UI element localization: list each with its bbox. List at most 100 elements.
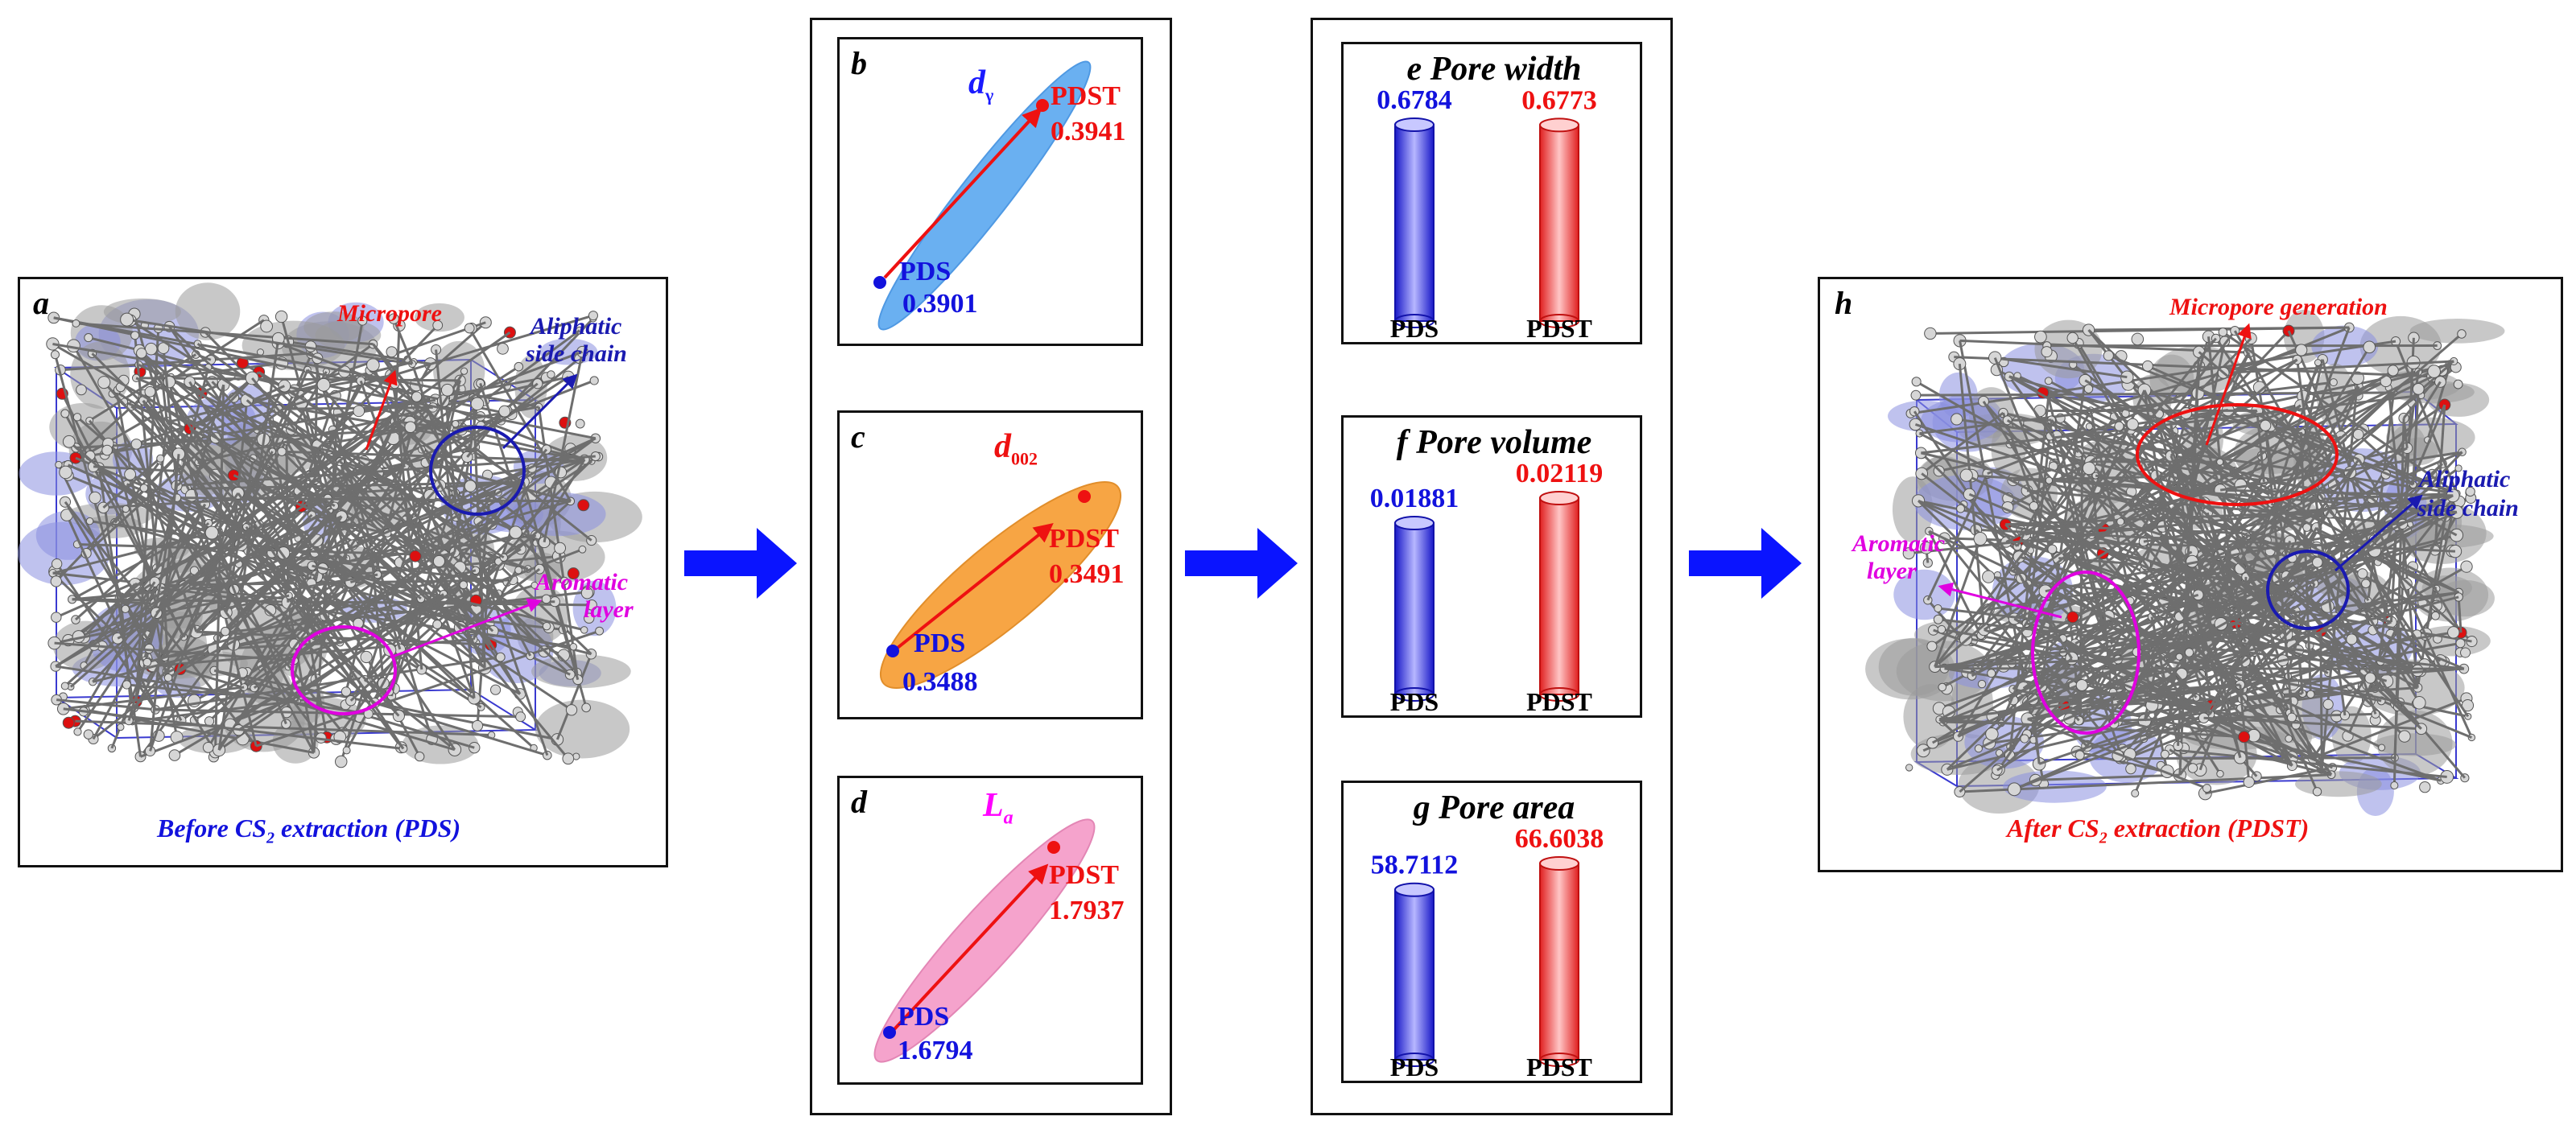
bond <box>2283 624 2293 718</box>
aromatic-circle <box>291 625 397 715</box>
micropore-generation-label: Micropore generation <box>2169 294 2388 320</box>
atom <box>130 439 142 450</box>
atom <box>163 673 173 682</box>
atom <box>460 367 469 375</box>
atom <box>542 621 551 631</box>
atom <box>76 384 87 396</box>
bar-base <box>1539 687 1579 702</box>
micropore-ellipse <box>2136 403 2339 506</box>
pds-value: 0.3901 <box>902 289 978 319</box>
bond <box>469 443 592 542</box>
bond <box>140 352 405 750</box>
bond <box>218 593 444 752</box>
atom <box>1963 488 1976 501</box>
bond <box>2022 403 2446 690</box>
panel-c-d002: c d002 PDST 0.3491 PDS 0.3488 <box>837 410 1143 719</box>
bond <box>155 656 501 711</box>
bar-base <box>1394 687 1435 702</box>
atom <box>559 576 569 586</box>
bond <box>2195 624 2292 699</box>
la-arrow <box>893 863 1049 1031</box>
atom <box>2364 672 2376 684</box>
bond <box>1931 410 2258 648</box>
pore-blob <box>35 510 101 560</box>
bond <box>2203 716 2421 731</box>
atom <box>97 376 111 389</box>
flow-arrow-3 <box>1689 528 1802 599</box>
pds-dot <box>873 276 886 289</box>
atom <box>1951 413 1963 426</box>
atom <box>1919 541 1933 554</box>
atom <box>342 746 351 755</box>
atom <box>2007 782 2021 797</box>
bond <box>63 707 404 750</box>
atom <box>2285 735 2293 743</box>
atom <box>1988 351 2002 365</box>
pds-label: PDS <box>914 628 966 658</box>
bond <box>1966 474 2285 625</box>
bond <box>432 350 583 409</box>
atom <box>60 409 70 418</box>
bond <box>92 385 286 740</box>
bond <box>1983 369 2394 631</box>
bond <box>2270 424 2414 486</box>
bond <box>2434 404 2446 551</box>
atom <box>101 444 113 456</box>
bond <box>75 719 492 736</box>
pore-blob <box>1865 638 1955 700</box>
bond <box>1910 340 2396 415</box>
atom <box>2085 422 2093 431</box>
bond <box>1934 467 2091 668</box>
bond <box>54 594 290 645</box>
atom <box>1926 641 1938 652</box>
atom <box>2413 696 2426 710</box>
atom <box>2361 579 2371 589</box>
atom <box>1924 327 1937 340</box>
bond <box>2185 358 2298 414</box>
atom <box>1987 669 1996 678</box>
cylinder-bar-pdst <box>1539 491 1579 702</box>
bond <box>392 318 414 365</box>
atom <box>2363 340 2376 354</box>
bond <box>134 335 159 569</box>
bond <box>2049 479 2458 513</box>
atom <box>1938 682 1947 692</box>
bar-base <box>1394 1053 1435 1067</box>
bond <box>1995 356 2128 379</box>
bond <box>63 686 245 711</box>
bond <box>2078 451 2373 500</box>
atom <box>495 652 506 662</box>
bond <box>150 348 258 431</box>
data-label: 0.6773 <box>1521 85 1597 115</box>
atom <box>472 719 484 731</box>
bond <box>171 361 283 379</box>
atom <box>360 650 373 664</box>
atom <box>562 752 575 765</box>
atom <box>595 626 605 636</box>
aliphatic-label-line1: Aliphatic <box>530 313 622 340</box>
aliphatic-label-line2: side chain <box>2417 495 2519 521</box>
bond <box>2190 551 2242 758</box>
bond <box>237 583 464 731</box>
pdst-value: 0.3491 <box>1049 559 1125 589</box>
bond <box>2315 526 2421 704</box>
atom-cluster <box>1902 322 2478 801</box>
atom <box>2357 568 2368 579</box>
atom <box>2034 330 2047 344</box>
bond <box>207 516 343 748</box>
bond <box>125 371 260 510</box>
atom <box>514 566 522 575</box>
atom <box>335 755 348 768</box>
bar-top <box>1394 516 1435 531</box>
atom <box>2260 419 2272 431</box>
bar-base <box>1539 1053 1579 1067</box>
pds-value: 0.3488 <box>902 667 978 697</box>
bond <box>253 437 597 690</box>
bond <box>149 492 240 752</box>
bond <box>225 524 261 613</box>
atom <box>1985 727 1999 741</box>
bond <box>2205 766 2333 795</box>
bond <box>88 336 592 463</box>
bond <box>2169 748 2447 778</box>
